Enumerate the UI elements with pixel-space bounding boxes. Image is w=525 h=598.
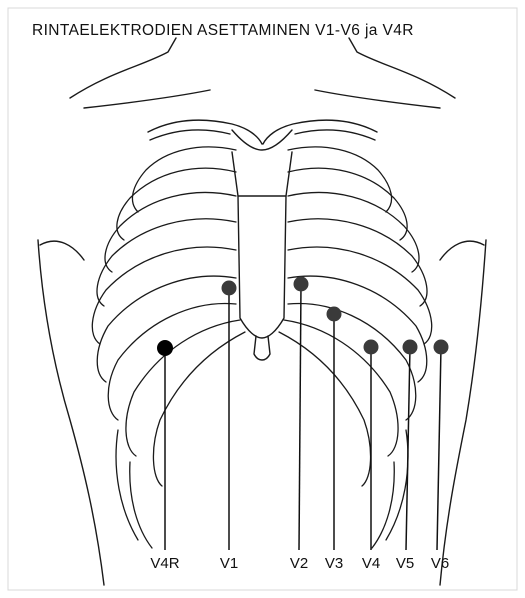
sternum: [232, 130, 292, 360]
electrode-v5-dot: [403, 340, 418, 355]
image-frame: [8, 8, 517, 590]
electrode-v4-dot: [364, 340, 379, 355]
electrode-v2-dot: [294, 277, 309, 292]
electrode-v3: V3: [325, 307, 343, 573]
electrode-v2-lead: [299, 284, 301, 550]
electrode-v2: V2: [290, 277, 309, 573]
electrode-v5-label: V5: [396, 555, 414, 572]
electrode-v6-lead: [437, 347, 441, 550]
electrode-v4r-dot: [157, 340, 173, 356]
electrode-v5-lead: [406, 347, 410, 550]
electrode-v4-label: V4: [362, 555, 380, 572]
electrode-v2-label: V2: [290, 555, 308, 572]
electrode-v6: V6: [431, 340, 449, 573]
diagram-title: RINTAELEKTRODIEN ASETTAMINEN V1-V6 ja V4…: [32, 22, 414, 40]
electrode-v1-label: V1: [220, 555, 238, 572]
electrode-v6-label: V6: [431, 555, 449, 572]
electrode-v5: V5: [396, 340, 418, 573]
electrode-v3-dot: [327, 307, 342, 322]
electrode-v3-label: V3: [325, 555, 343, 572]
torso-outline: [38, 38, 486, 585]
electrode-v4r: V4R: [150, 340, 179, 572]
electrode-v4r-label: V4R: [150, 555, 179, 572]
electrode-v1-dot: [222, 281, 237, 296]
electrode-v6-dot: [434, 340, 449, 355]
clavicles: [148, 120, 377, 144]
